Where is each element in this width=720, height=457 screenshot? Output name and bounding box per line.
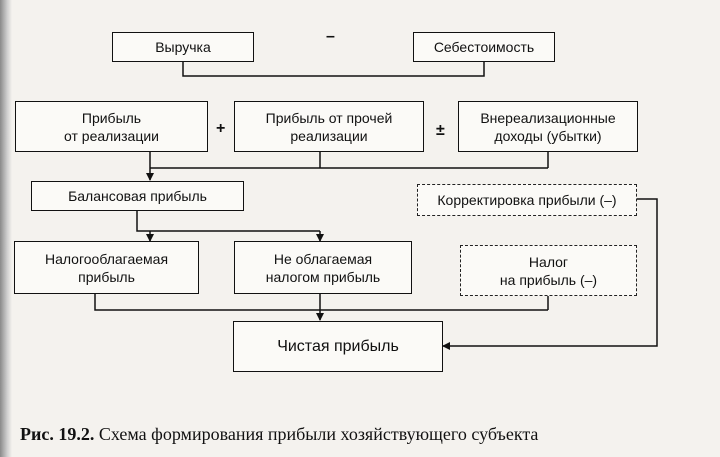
cost-box: Себестоимость <box>413 32 555 62</box>
other-sales-profit-box: Прибыль от прочей реализации <box>234 101 424 152</box>
plus-minus-operator: ± <box>436 122 445 139</box>
nontaxable-profit-box: Не облагаемая налогом прибыль <box>234 241 412 294</box>
profit-adjustment-box: Корректировка прибыли (–) <box>417 184 637 216</box>
minus-operator: – <box>326 28 335 45</box>
net-profit-label: Чистая прибыль <box>277 337 399 355</box>
nonop-income-box: Внереализационные доходы (убытки) <box>458 101 638 152</box>
revenue-box: Выручка <box>112 32 254 62</box>
balance-profit-label: Балансовая прибыль <box>68 188 207 204</box>
sales-profit-label: Прибыль от реализации <box>64 109 159 144</box>
taxable-profit-label: Налогооблагаемая прибыль <box>44 250 169 285</box>
row4-connector <box>94 294 548 311</box>
sales-profit-box: Прибыль от реализации <box>15 101 208 152</box>
figure-caption-label: Рис. 19.2. <box>20 424 95 444</box>
revenue-label: Выручка <box>155 39 211 55</box>
balance-profit-box: Балансовая прибыль <box>31 181 244 211</box>
taxable-profit-box: Налогооблагаемая прибыль <box>14 241 199 294</box>
adjustment-arrow <box>442 198 658 350</box>
nontaxable-profit-label: Не облагаемая налогом прибыль <box>265 250 381 285</box>
scan-edge-shadow <box>0 0 12 457</box>
cost-label: Себестоимость <box>433 39 535 55</box>
other-sales-profit-label: Прибыль от прочей реализации <box>265 109 393 144</box>
figure-caption-text: Схема формирования прибыли хозяйствующег… <box>94 424 539 444</box>
balance-connector <box>136 211 320 232</box>
profit-tax-box: Налог на прибыль (–) <box>460 245 637 296</box>
net-profit-box: Чистая прибыль <box>233 321 443 372</box>
plus-operator: + <box>216 120 226 137</box>
revenue-connector <box>182 62 485 77</box>
figure-caption: Рис. 19.2. Схема формирования прибыли хо… <box>20 424 710 445</box>
nonop-income-label: Внереализационные доходы (убытки) <box>480 109 616 144</box>
profit-adjustment-label: Корректировка прибыли (–) <box>437 192 617 208</box>
profit-tax-label: Налог на прибыль (–) <box>499 253 598 288</box>
